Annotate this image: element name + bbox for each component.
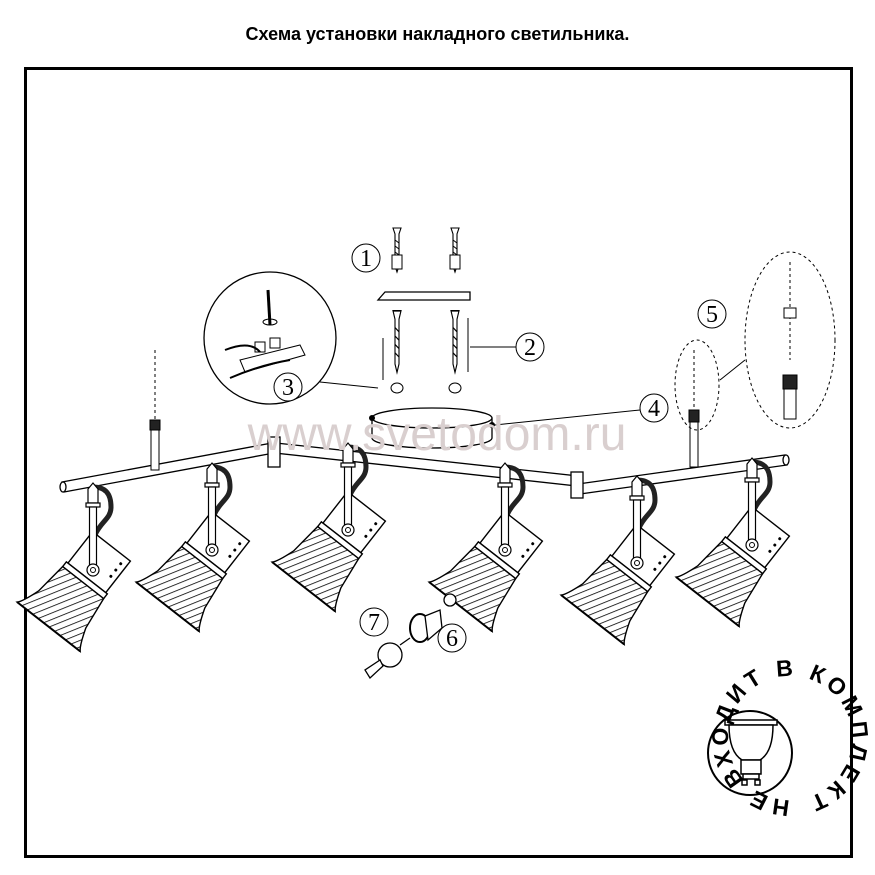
- ceiling-canopy: [369, 407, 641, 449]
- spotlight-5: [561, 476, 687, 644]
- watermark: www.svetodom.ru: [247, 408, 627, 461]
- spotlight-3: [272, 443, 398, 611]
- diagram-frame: [24, 67, 853, 858]
- mounting-bracket: [376, 291, 471, 301]
- callout-1: 1: [351, 243, 381, 273]
- bracket-screws: [382, 310, 469, 394]
- callout-5: 5: [697, 299, 727, 329]
- bulb-exploded-view: [364, 593, 457, 680]
- spotlight-2: [136, 463, 262, 631]
- callout-6: 6: [437, 623, 467, 653]
- svg-text:5: 5: [706, 302, 718, 328]
- not-included-stamp: НЕ ВХОДИТ В КОМПЛЕКТ: [707, 655, 873, 822]
- svg-text:3: 3: [282, 375, 294, 401]
- callout-4: 4: [639, 393, 669, 423]
- svg-text:6: 6: [446, 626, 458, 652]
- wall-screws: [391, 227, 461, 273]
- svg-text:4: 4: [648, 396, 660, 422]
- gu10-bulb-icon: [724, 719, 778, 786]
- svg-text:7: 7: [368, 610, 380, 636]
- svg-text:1: 1: [360, 246, 372, 272]
- callout-2: 2: [470, 332, 545, 362]
- spotlight-1: [17, 483, 143, 651]
- support-rods: [149, 251, 836, 471]
- diagram-title: Схема установки накладного светильника.: [245, 24, 630, 44]
- svg-text:2: 2: [524, 335, 536, 361]
- spotlight-6: [676, 458, 802, 626]
- callout-3: 3: [273, 372, 303, 402]
- callout-7: 7: [359, 607, 389, 637]
- wiring-detail-inset: [203, 271, 379, 405]
